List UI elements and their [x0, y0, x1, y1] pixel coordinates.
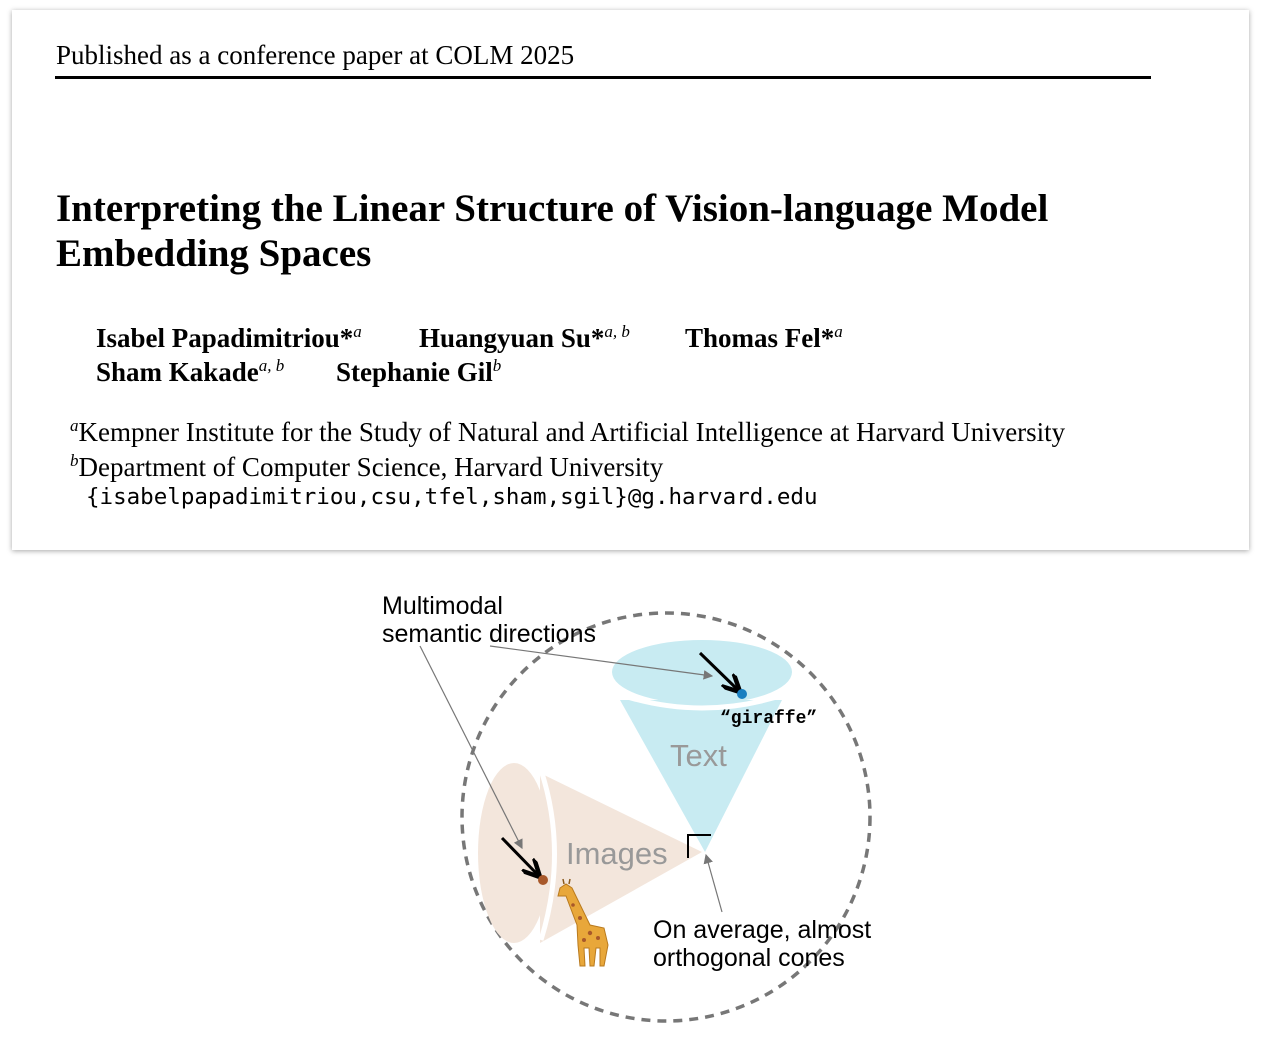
paper-title: Interpreting the Linear Structure of Vis… — [56, 187, 1049, 275]
paper-header-card: Published as a conference paper at COLM … — [12, 10, 1249, 550]
giraffe-icon — [557, 878, 609, 967]
image-embedding-dot — [538, 875, 548, 885]
text-direction-arrow — [698, 651, 738, 690]
header-rule — [55, 76, 1151, 79]
orthogonal-label-line1: On average, almost — [653, 916, 871, 944]
affil-text: Kempner Institute for the Study of Natur… — [78, 417, 1066, 447]
author: Sham Kakadea, b — [96, 356, 284, 388]
author: Huangyuan Su*a, b — [419, 322, 630, 354]
author: Stephanie Gilb — [336, 356, 501, 388]
author-affil-mark: a — [353, 322, 362, 341]
author-emails: {isabelpapadimitriou,csu,tfel,sham,sgil}… — [86, 484, 818, 510]
orthogonal-label-line2: orthogonal cones — [653, 944, 845, 972]
author: Isabel Papadimitriou*a — [96, 322, 362, 354]
image-direction-arrow — [500, 836, 538, 875]
author-affil-mark: a, b — [604, 322, 630, 341]
affil-mark: a — [70, 416, 79, 435]
affil-mark: b — [70, 451, 79, 470]
author-name: Isabel Papadimitriou* — [96, 323, 354, 353]
author-name: Huangyuan Su* — [419, 323, 605, 353]
directions-label-line1: Multimodal — [382, 592, 503, 620]
affiliation: aKempner Institute for the Study of Natu… — [70, 416, 1065, 448]
venue-header: Published as a conference paper at COLM … — [56, 40, 575, 70]
image-cone-label: Images — [566, 836, 668, 871]
directions-label-line2: semantic directions — [382, 620, 596, 648]
pointer-line — [419, 645, 523, 850]
author-affil-mark: b — [492, 356, 502, 375]
pointer-line — [703, 853, 723, 913]
giraffe-word: “giraffe” — [720, 709, 817, 729]
text-cone-label: Text — [670, 738, 727, 773]
affil-text: Department of Computer Science, Harvard … — [78, 452, 664, 482]
embedding-space-circle — [460, 611, 872, 1023]
text-cone — [612, 640, 792, 852]
author: Thomas Fel*a — [685, 322, 843, 354]
author-affil-mark: a, b — [258, 356, 285, 375]
author-name: Sham Kakade — [96, 357, 259, 387]
pointer-line — [489, 645, 714, 680]
affiliation: bDepartment of Computer Science, Harvard… — [70, 451, 663, 483]
right-angle-mark — [687, 834, 711, 858]
image-cone — [478, 763, 702, 943]
text-embedding-dot — [737, 689, 747, 699]
author-name: Stephanie Gil — [336, 357, 493, 387]
author-affil-mark: a — [834, 322, 843, 341]
author-name: Thomas Fel* — [685, 323, 835, 353]
